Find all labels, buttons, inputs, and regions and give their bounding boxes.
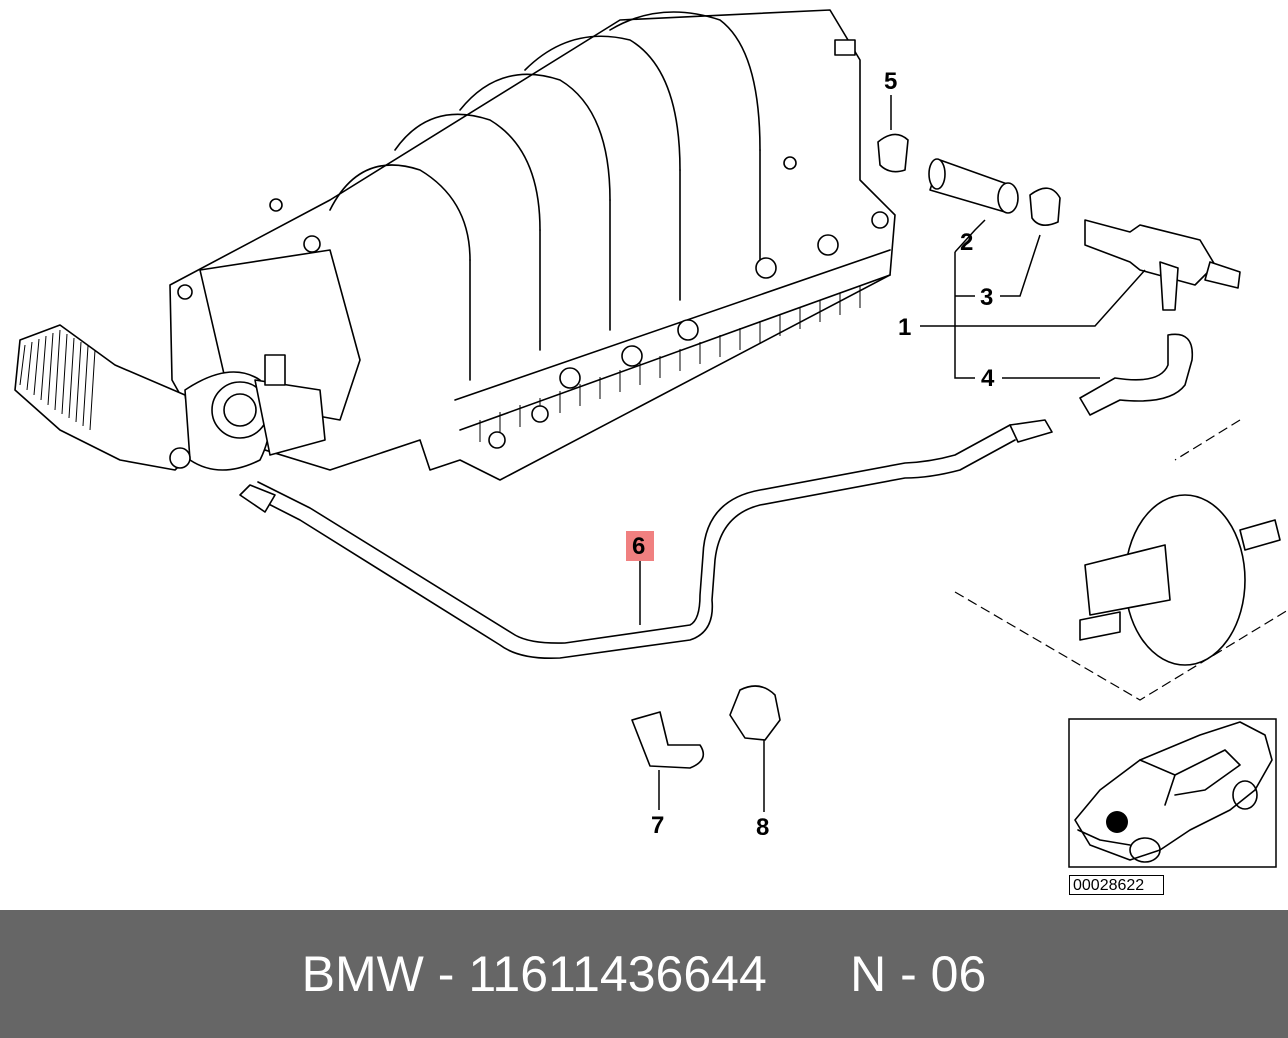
callout-5[interactable]: 5 bbox=[884, 68, 897, 95]
parts-diagram: 1 2 3 4 5 6 7 8 bbox=[14, 9, 1288, 868]
footer-group: N - 06 bbox=[850, 946, 987, 1002]
intake-manifold bbox=[169, 9, 896, 481]
callout-3[interactable]: 3 bbox=[980, 284, 993, 311]
callout-6-highlight bbox=[626, 531, 654, 561]
footer-banner: BMW - 11611436644 N - 06 bbox=[0, 910, 1288, 1038]
vacuum-hose-6 bbox=[239, 419, 1053, 660]
footer-part-number: 11611436644 bbox=[468, 946, 767, 1002]
reference-code: 00028622 bbox=[1069, 875, 1164, 895]
footer-separator: - bbox=[423, 946, 469, 1002]
bracket-7 bbox=[631, 711, 705, 769]
hose-connector-2 bbox=[928, 158, 1019, 214]
hose-4 bbox=[1079, 333, 1194, 416]
callout-8[interactable]: 8 bbox=[756, 814, 769, 841]
callout-1[interactable]: 1 bbox=[898, 314, 911, 341]
location-marker bbox=[1106, 811, 1128, 833]
check-valve-1 bbox=[1084, 219, 1241, 311]
footer-brand: BMW bbox=[301, 946, 424, 1002]
clip-8 bbox=[729, 685, 781, 741]
footer-gap bbox=[767, 945, 850, 1003]
callout-2[interactable]: 2 bbox=[960, 229, 973, 256]
throttle-body bbox=[14, 324, 326, 471]
brake-booster bbox=[954, 419, 1288, 701]
vehicle-locator-inset bbox=[1068, 718, 1277, 868]
hose-clamp-3 bbox=[1029, 187, 1061, 226]
leader-lines bbox=[639, 95, 1146, 812]
callout-6[interactable]: 6 bbox=[632, 533, 645, 560]
hose-clamp-5 bbox=[877, 133, 909, 173]
callout-4[interactable]: 4 bbox=[981, 365, 995, 392]
callout-7[interactable]: 7 bbox=[651, 812, 664, 839]
